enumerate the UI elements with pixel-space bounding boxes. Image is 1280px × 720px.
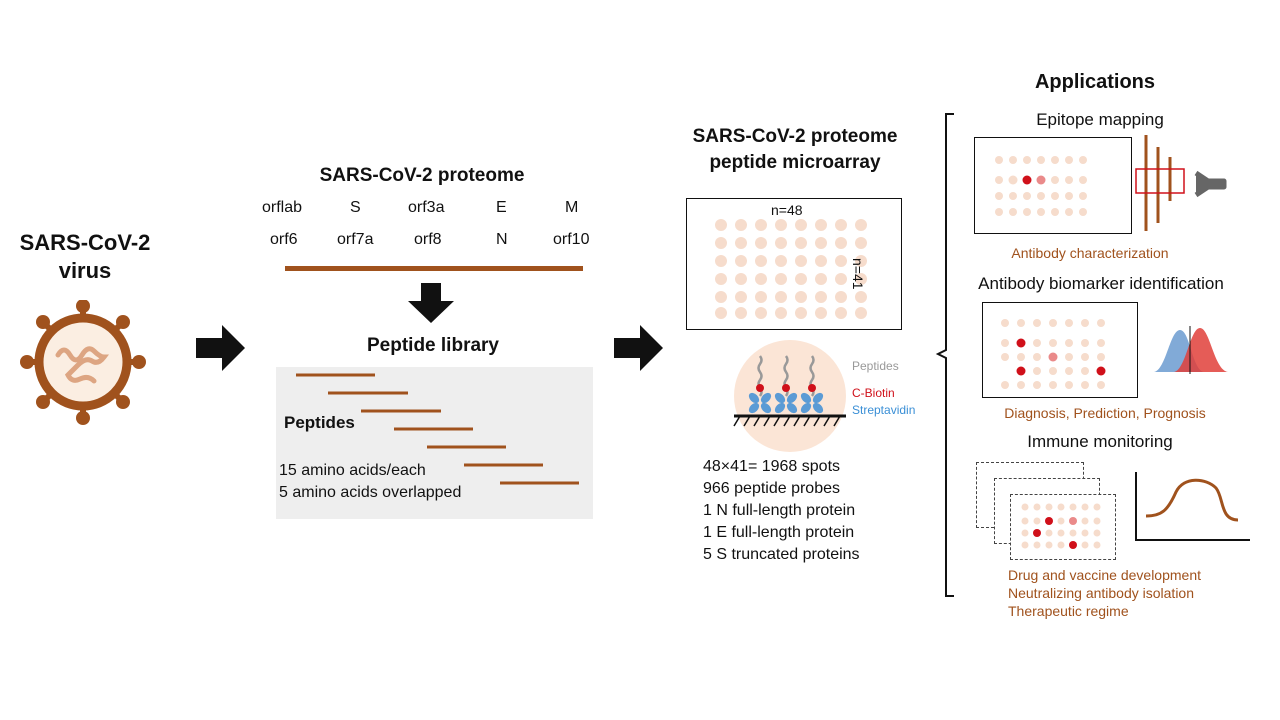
immune-caption: Neutralizing antibody isolation bbox=[1008, 585, 1194, 601]
proteome-bar bbox=[285, 266, 583, 271]
spec-item: 1 N full-length protein bbox=[703, 502, 856, 519]
applications-title: Applications bbox=[1034, 71, 1155, 93]
virus-icon bbox=[20, 300, 146, 425]
protein-e: E bbox=[496, 199, 507, 216]
epitope-slide bbox=[974, 137, 1132, 234]
microarray-spots bbox=[715, 219, 867, 319]
microarray-slide bbox=[686, 198, 902, 330]
protein-orf8: orf8 bbox=[414, 231, 442, 248]
peptide-surface-icon bbox=[733, 340, 846, 452]
microarray-title-line1: SARS-CoV-2 proteome bbox=[692, 126, 898, 147]
protein-n: N bbox=[496, 231, 508, 248]
protein-m: M bbox=[565, 199, 579, 216]
immune-title: Immune monitoring bbox=[1027, 432, 1173, 451]
antibody-icon bbox=[1135, 135, 1227, 231]
immune-captions: Drug and vaccine development Neutralizin… bbox=[1008, 566, 1201, 620]
library-title: Peptide library bbox=[367, 335, 499, 356]
protein-orf7a: orf7a bbox=[337, 231, 374, 248]
microarray-title: SARS-CoV-2 proteome peptide microarray bbox=[665, 124, 925, 176]
spec-item: 966 peptide probes bbox=[703, 480, 840, 497]
cols-label: n=48 bbox=[771, 202, 803, 218]
distribution-icon bbox=[1154, 326, 1228, 374]
protein-orf6: orf6 bbox=[270, 231, 298, 248]
legend-biotin: C-Biotin bbox=[852, 386, 895, 400]
proteome-title: SARS-CoV-2 proteome bbox=[319, 165, 525, 186]
biomarker-caption: Diagnosis, Prediction, Prognosis bbox=[1004, 405, 1206, 421]
arrow-right-icon bbox=[196, 325, 245, 371]
applications-bracket bbox=[935, 113, 954, 597]
length-note: 15 amino acids/each bbox=[279, 462, 426, 479]
immune-spots bbox=[1021, 503, 1101, 549]
arrow-right-icon bbox=[614, 325, 663, 371]
legend-peptides: Peptides bbox=[852, 359, 899, 373]
spec-list: 48×41= 1968 spots 966 peptide probes 1 N… bbox=[703, 456, 860, 566]
protein-s: S bbox=[350, 199, 361, 216]
spec-item: 48×41= 1968 spots bbox=[703, 458, 841, 475]
virus-title: SARS-CoV-2 virus bbox=[10, 229, 160, 285]
spec-item: 1 E full-length protein bbox=[703, 524, 855, 541]
immune-caption: Drug and vaccine development bbox=[1008, 567, 1202, 583]
protein-orf10: orf10 bbox=[553, 231, 590, 248]
curve-icon bbox=[1135, 472, 1250, 541]
microarray-title-line2: peptide microarray bbox=[709, 152, 881, 173]
overlap-note: 5 amino acids overlapped bbox=[279, 484, 462, 501]
epitope-spots bbox=[995, 156, 1087, 216]
immune-slide-front bbox=[1010, 494, 1116, 560]
protein-orf3a: orf3a bbox=[408, 199, 445, 216]
arrow-down-icon bbox=[408, 283, 454, 323]
spec-item: 5 S truncated proteins bbox=[703, 546, 860, 563]
virus-title-line2: virus bbox=[58, 258, 112, 283]
peptides-label: Peptides bbox=[284, 413, 355, 432]
biomarker-title: Antibody biomarker identification bbox=[978, 274, 1224, 293]
peptide-segments bbox=[296, 373, 579, 485]
epitope-caption: Antibody characterization bbox=[1011, 245, 1169, 261]
biomarker-spots bbox=[1001, 319, 1106, 389]
virus-title-line1: SARS-CoV-2 bbox=[19, 230, 151, 255]
protein-orflab: orflab bbox=[262, 199, 303, 216]
immune-caption: Therapeutic regime bbox=[1008, 603, 1129, 619]
legend-streptavidin: Streptavidin bbox=[852, 403, 916, 417]
rows-label: n=41 bbox=[850, 258, 866, 290]
biomarker-slide bbox=[982, 302, 1138, 398]
epitope-title: Epitope mapping bbox=[1036, 110, 1164, 129]
